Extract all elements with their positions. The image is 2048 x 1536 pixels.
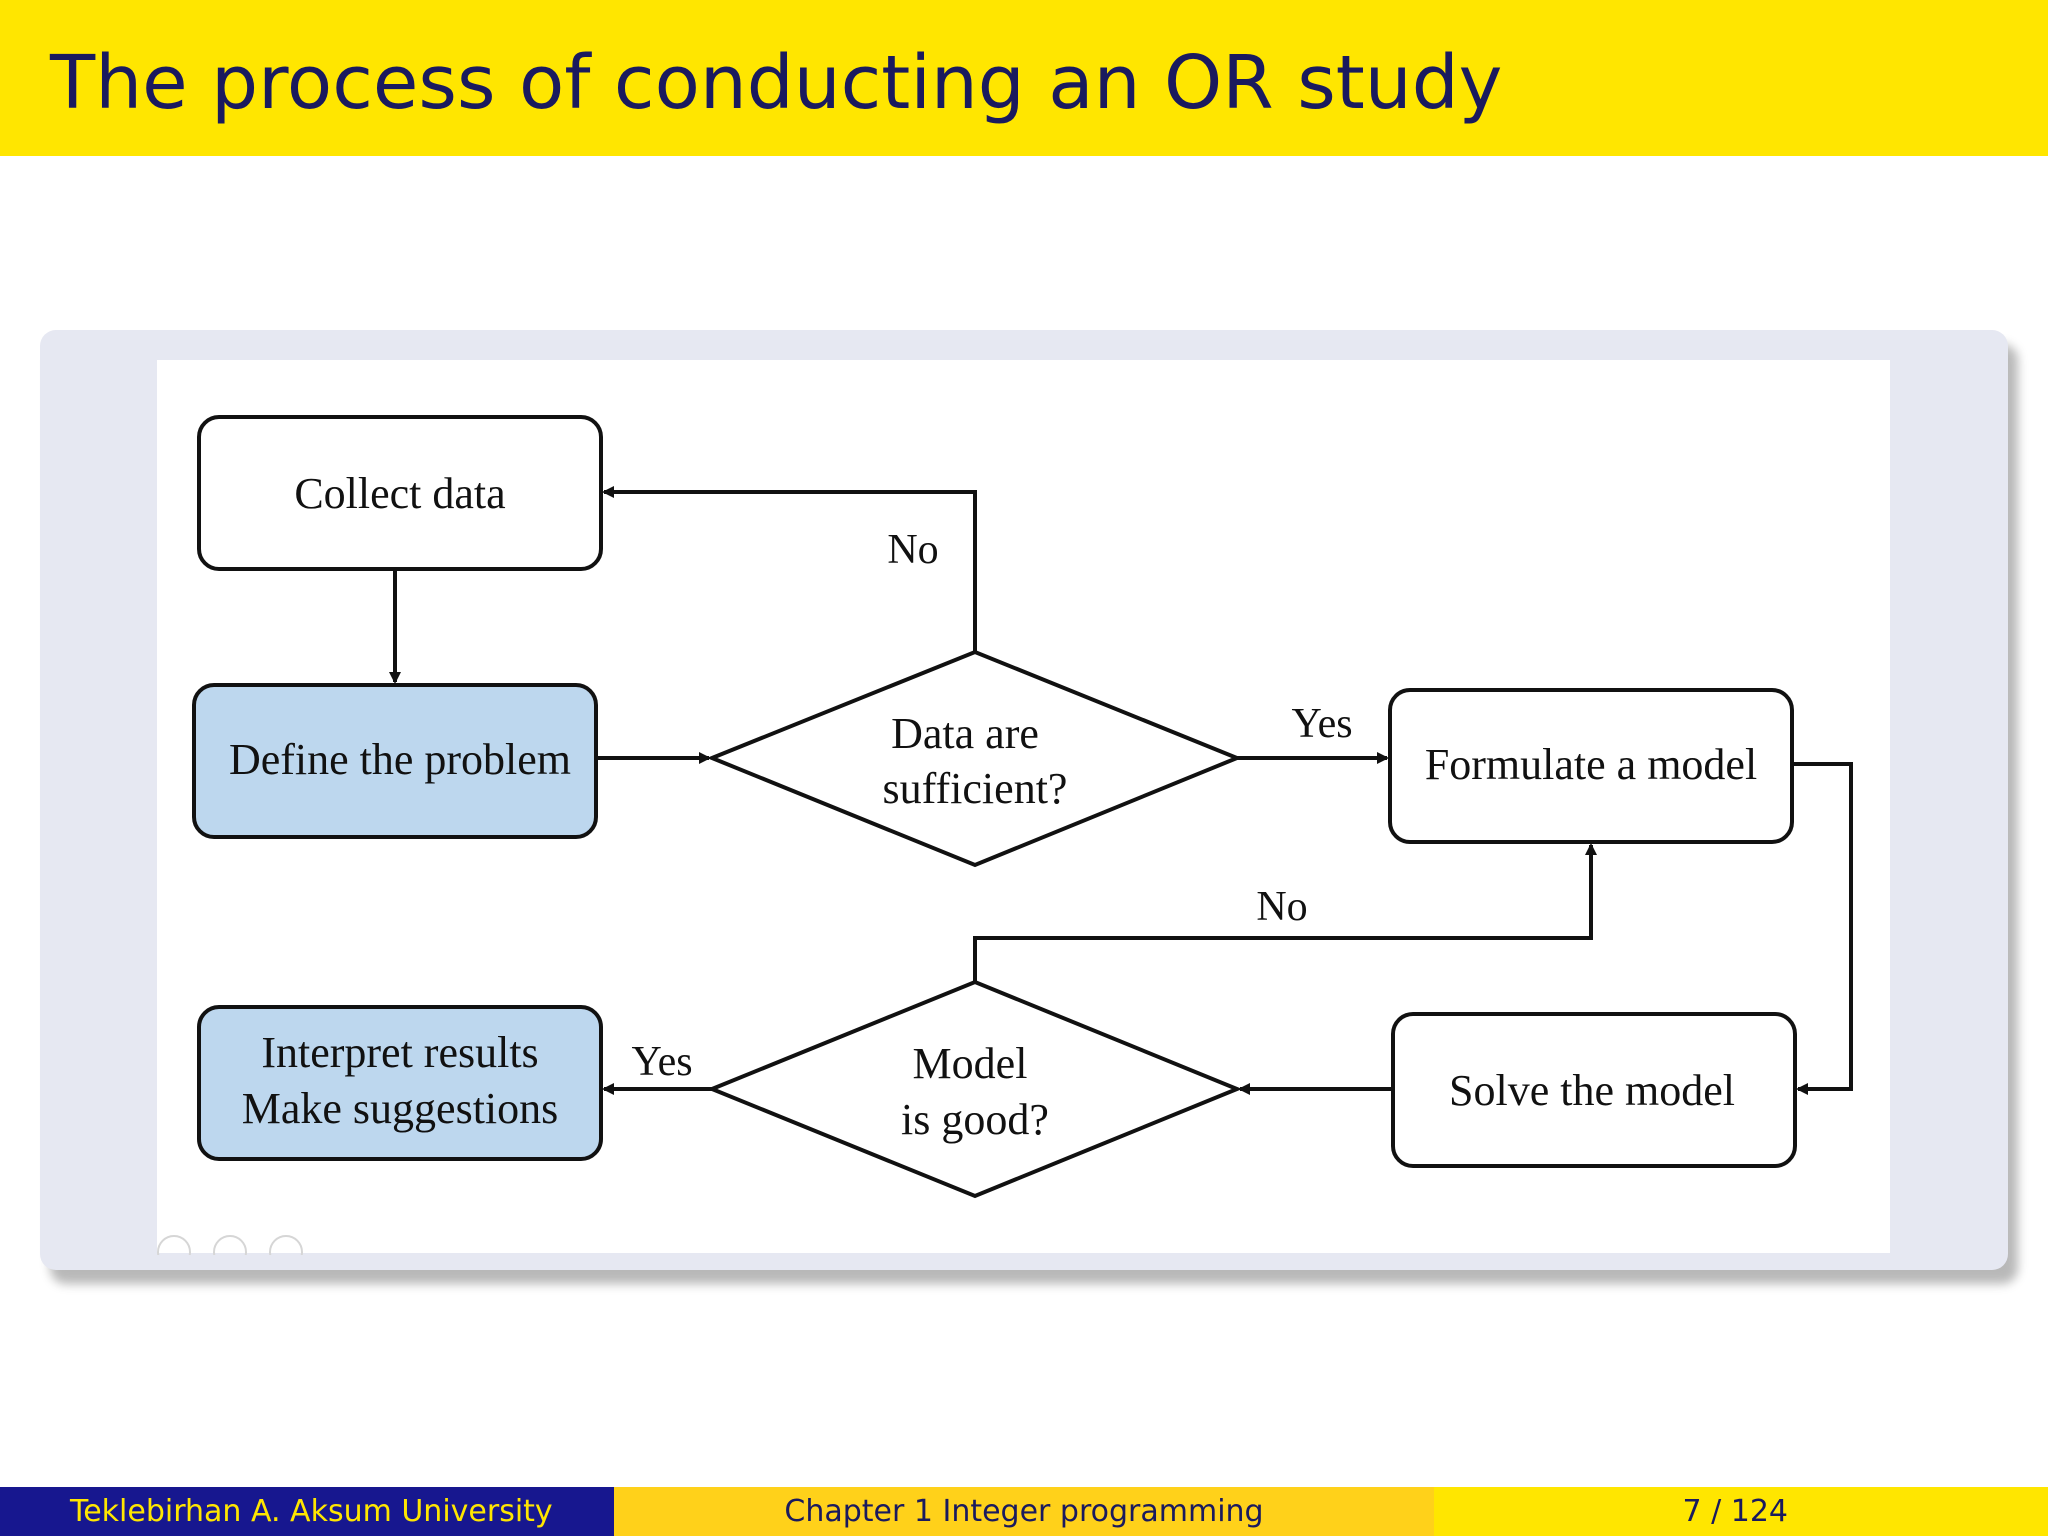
data-no-label: No [887,527,938,573]
formulate-model-label: Formulate a model [1425,740,1757,789]
faded-search-icon [269,1235,303,1255]
title-bar: The process of conducting an OR study [0,0,2048,156]
data-yes-label: Yes [1291,701,1352,747]
interpret-results-node [197,1005,603,1161]
data-sufficient-label-2: sufficient? [883,764,1068,813]
faded-table-icon [213,1235,247,1255]
define-problem-node [192,683,598,839]
model-no-label: No [1256,884,1307,930]
interpret-results-label-1: Interpret results [261,1028,538,1077]
collect-data-node [197,415,603,571]
footer-page-number: 7 / 124 [1434,1487,2048,1536]
flowchart: Collect data Define the problem Data are… [192,415,1853,1199]
edge-model-no [973,843,1597,982]
footer: Teklebirhan A. Aksum University Chapter … [0,1487,2048,1536]
collect-data-label: Collect data [294,469,505,518]
footer-chapter: Chapter 1 Integer programming [614,1487,1434,1536]
data-sufficient-label-1: Data are [891,709,1039,758]
footer-author: Teklebirhan A. Aksum University [0,1487,614,1536]
define-problem-label: Define the problem [229,735,571,784]
edge-data-no [602,486,977,652]
model-good-decision [706,979,1243,1199]
slide-title: The process of conducting an OR study [50,40,1503,126]
model-yes-label: Yes [631,1039,692,1085]
model-good-label-2: is good? [901,1095,1049,1144]
model-good-label-1: Model [913,1039,1028,1088]
edge-formulate-to-solve [1792,762,1853,1095]
faded-pencil-icon [157,1235,191,1255]
interpret-results-label-2: Make suggestions [242,1084,559,1133]
data-sufficient-decision [706,649,1243,868]
faded-toolbar-icons [157,1235,377,1255]
solve-model-label: Solve the model [1449,1066,1735,1115]
flowchart-canvas: Collect data Define the problem Data are… [157,360,1890,1253]
